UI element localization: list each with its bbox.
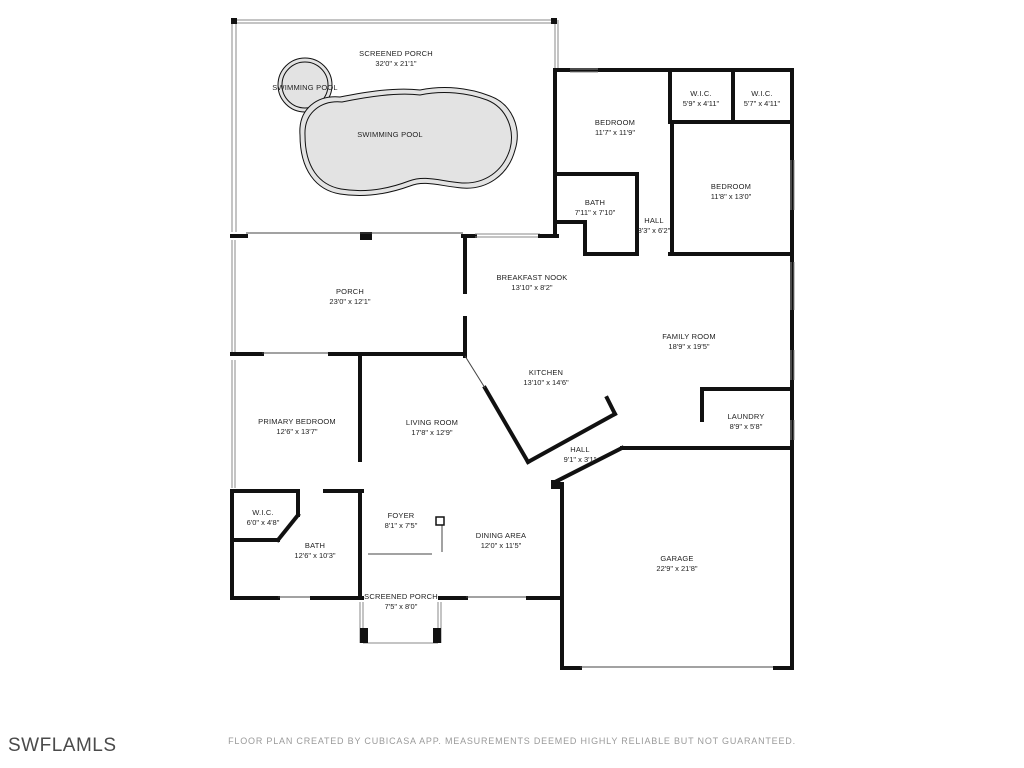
swimming-pool-main bbox=[299, 87, 518, 197]
disclaimer-text: FLOOR PLAN CREATED BY CUBICASA APP. MEAS… bbox=[228, 736, 796, 746]
foyer-name: FOYER bbox=[388, 511, 415, 520]
hall-2-dim: 9'1" x 3'1" bbox=[564, 455, 597, 464]
primary-bedroom-name: PRIMARY BEDROOM bbox=[258, 417, 336, 426]
swimming-pool-small-name: SWIMMING POOL bbox=[272, 83, 338, 92]
porch-name: PORCH bbox=[336, 287, 364, 296]
dining-area-name: DINING AREA bbox=[476, 531, 527, 540]
bath-1-dim: 12'6" x 10'3" bbox=[294, 551, 335, 560]
breakfast-nook-dim: 13'10" x 8'2" bbox=[511, 283, 552, 292]
breakfast-nook-name: BREAKFAST NOOK bbox=[496, 273, 567, 282]
hall-2-name: HALL bbox=[570, 445, 590, 454]
living-room-dim: 17'8" x 12'9" bbox=[411, 428, 452, 437]
garage-name: GARAGE bbox=[660, 554, 693, 563]
wic-1-dim: 6'0" x 4'8" bbox=[247, 518, 280, 527]
screened-porch-enclosure bbox=[231, 18, 559, 232]
wic-2-dim: 5'9" x 4'11" bbox=[683, 99, 720, 108]
wic-3-name: W.I.C. bbox=[751, 89, 773, 98]
bath-2-name: BATH bbox=[585, 198, 605, 207]
swimming-pool-main-name: SWIMMING POOL bbox=[357, 130, 423, 139]
living-room-name: LIVING ROOM bbox=[406, 418, 458, 427]
screened-porch-dim: 32'0" x 21'1" bbox=[375, 59, 416, 68]
bath-1-name: BATH bbox=[305, 541, 325, 550]
bedroom-2-dim: 11'7" x 11'9" bbox=[595, 128, 635, 137]
screened-porch-name: SCREENED PORCH bbox=[359, 49, 433, 58]
screened-porch-front-dim: 7'5" x 8'0" bbox=[385, 602, 418, 611]
wic-1-name: W.I.C. bbox=[252, 508, 274, 517]
dining-area-dim: 12'0" x 11'5" bbox=[481, 541, 522, 550]
bath-2-dim: 7'11" x 7'10" bbox=[575, 208, 616, 217]
watermark-logo: SWFLAMLS bbox=[8, 735, 117, 756]
kitchen-dim: 13'10" x 14'6" bbox=[523, 378, 569, 387]
family-room-dim: 18'9" x 19'5" bbox=[668, 342, 709, 351]
screened-porch-front-name: SCREENED PORCH bbox=[364, 592, 438, 601]
bedroom-3-name: BEDROOM bbox=[711, 182, 751, 191]
bedroom-3-dim: 11'8" x 13'0" bbox=[711, 192, 752, 201]
primary-bedroom-dim: 12'6" x 13'7" bbox=[276, 427, 317, 436]
bedroom-wing-walls bbox=[553, 68, 795, 256]
laundry-dim: 8'9" x 5'8" bbox=[730, 422, 763, 431]
bedroom-2-name: BEDROOM bbox=[595, 118, 635, 127]
hall-1-dim: 3'3" x 6'2" bbox=[638, 226, 671, 235]
swimming-pool-small bbox=[277, 57, 333, 113]
wic-3-dim: 5'7" x 4'11" bbox=[744, 99, 781, 108]
foyer-dim: 8'1" x 7'5" bbox=[385, 521, 418, 530]
garage-dim: 22'9" x 21'8" bbox=[656, 564, 697, 573]
kitchen-name: KITCHEN bbox=[529, 368, 563, 377]
hall-1-name: HALL bbox=[644, 216, 664, 225]
family-room-name: FAMILY ROOM bbox=[662, 332, 716, 341]
porch-dim: 23'0" x 12'1" bbox=[329, 297, 370, 306]
laundry-name: LAUNDRY bbox=[727, 412, 764, 421]
main-house-walls bbox=[230, 232, 795, 670]
wic-2-name: W.I.C. bbox=[690, 89, 712, 98]
